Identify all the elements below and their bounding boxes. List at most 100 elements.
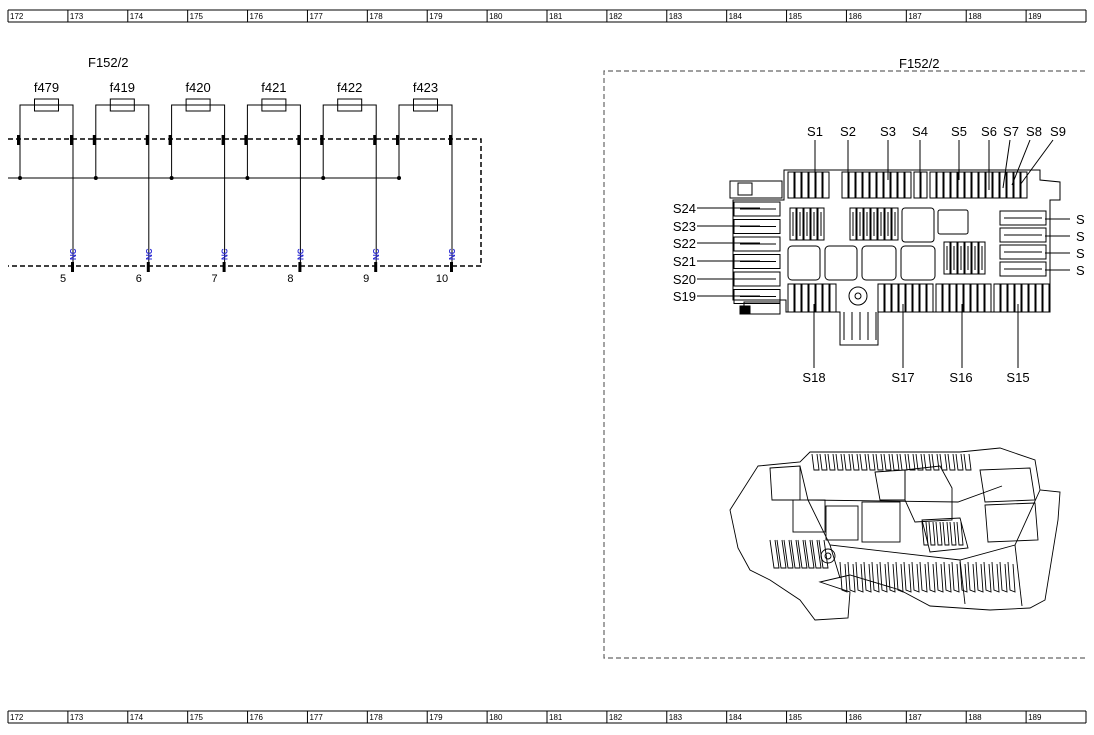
fuse-slot (936, 171, 944, 199)
top-ruler-label: 183 (669, 12, 683, 21)
connector-pin (956, 283, 964, 313)
pin-terminal (146, 262, 150, 272)
fuse-slot (904, 171, 912, 199)
fuse-slot (999, 171, 1007, 199)
terminal (373, 135, 377, 145)
connector-pin (1007, 283, 1015, 313)
fuse-slot (920, 171, 928, 199)
fuse-slot (971, 171, 979, 199)
fuse-slot (787, 171, 795, 199)
pin-number: 9 (363, 273, 369, 285)
connector-pin (1021, 283, 1029, 313)
fuse-slot (1006, 171, 1014, 199)
connector-pin (984, 283, 992, 313)
top-ruler-label: 179 (429, 12, 443, 21)
fuse-slot (869, 171, 877, 199)
mini-fuse (950, 241, 958, 275)
terminal (221, 135, 225, 145)
fuse-slot (964, 171, 972, 199)
mini-fuse (817, 207, 825, 241)
nc-label: NC (448, 248, 457, 260)
top-ruler-label: 188 (968, 12, 982, 21)
fuse-slot (733, 201, 781, 217)
fuse-slot (876, 171, 884, 199)
terminal (168, 135, 172, 145)
connector-pin (935, 283, 943, 313)
component-label-right: S (1076, 212, 1085, 227)
component-label-top: S6 (981, 124, 997, 139)
top-ruler-label: 181 (549, 12, 563, 21)
fuse-slot (978, 171, 986, 199)
component-label-right: S (1076, 246, 1085, 261)
connector-pin (822, 283, 830, 313)
bottom-ruler-label: 186 (848, 713, 862, 722)
fuse-slot (999, 227, 1047, 243)
fuse-slot (822, 171, 830, 199)
mini-fuse (803, 207, 811, 241)
fuse-slot (794, 171, 802, 199)
fuse-label: f420 (185, 80, 210, 95)
mini-fuse (810, 207, 818, 241)
component-view: F152/2 (603, 56, 1085, 659)
fuse-schematic: F152/2 f479NC5f419NC6f420NC7f421NC8f422N… (8, 55, 482, 285)
bottom-ruler-label: 185 (789, 713, 803, 722)
terminal (396, 135, 399, 145)
mini-fuse (884, 207, 892, 241)
bottom-ruler-label: 172 (10, 713, 24, 722)
terminal (320, 135, 324, 145)
fuse-label: f479 (34, 80, 59, 95)
connector-pin (993, 283, 1001, 313)
label-leaders (697, 139, 1070, 368)
pin-terminal (222, 262, 226, 272)
mini-fuse (863, 207, 871, 241)
pin-terminal (71, 262, 74, 272)
component-label-top: S3 (880, 124, 896, 139)
top-ruler-label: 178 (369, 12, 383, 21)
connector-pin (898, 283, 906, 313)
component-label-top: S4 (912, 124, 928, 139)
connector-pin (815, 283, 823, 313)
nc-label: NC (221, 248, 230, 260)
fuse-box-plan (729, 169, 1061, 346)
fuse-slot (801, 171, 809, 199)
connector-pin (977, 283, 985, 313)
top-ruler-label: 187 (908, 12, 922, 21)
fuse-slot (815, 171, 823, 199)
connector-pin (919, 283, 927, 313)
fuse-slot (957, 171, 965, 199)
connector-pin (970, 283, 978, 313)
connector-pin (1000, 283, 1008, 313)
nc-label: NC (296, 248, 305, 260)
fuse-label: f421 (261, 80, 286, 95)
component-label-top: S5 (951, 124, 967, 139)
component-label-bottom: S15 (1006, 370, 1029, 385)
component-label-bottom: S18 (802, 370, 825, 385)
mini-fuse (943, 241, 951, 275)
connector-pin (926, 283, 934, 313)
fuse-slot (855, 171, 863, 199)
fuse-slot (943, 171, 951, 199)
bottom-ruler-label: 178 (369, 713, 383, 722)
component-label-top: S8 (1026, 124, 1042, 139)
top-ruler-label: 186 (848, 12, 862, 21)
component-label-top: S7 (1003, 124, 1019, 139)
fuse-slot (1013, 171, 1021, 199)
bottom-ruler-label: 175 (190, 713, 204, 722)
connector-pin (942, 283, 950, 313)
connector-pin (949, 283, 957, 313)
top-ruler-label: 174 (130, 12, 144, 21)
component-label-right: S (1076, 229, 1085, 244)
fuse-label: f422 (337, 80, 362, 95)
fuse-slot (999, 244, 1047, 260)
mini-fuse (957, 241, 965, 275)
pin-number: 7 (212, 273, 218, 285)
bottom-ruler-label: 177 (309, 713, 323, 722)
component-title: F152/2 (899, 56, 939, 71)
